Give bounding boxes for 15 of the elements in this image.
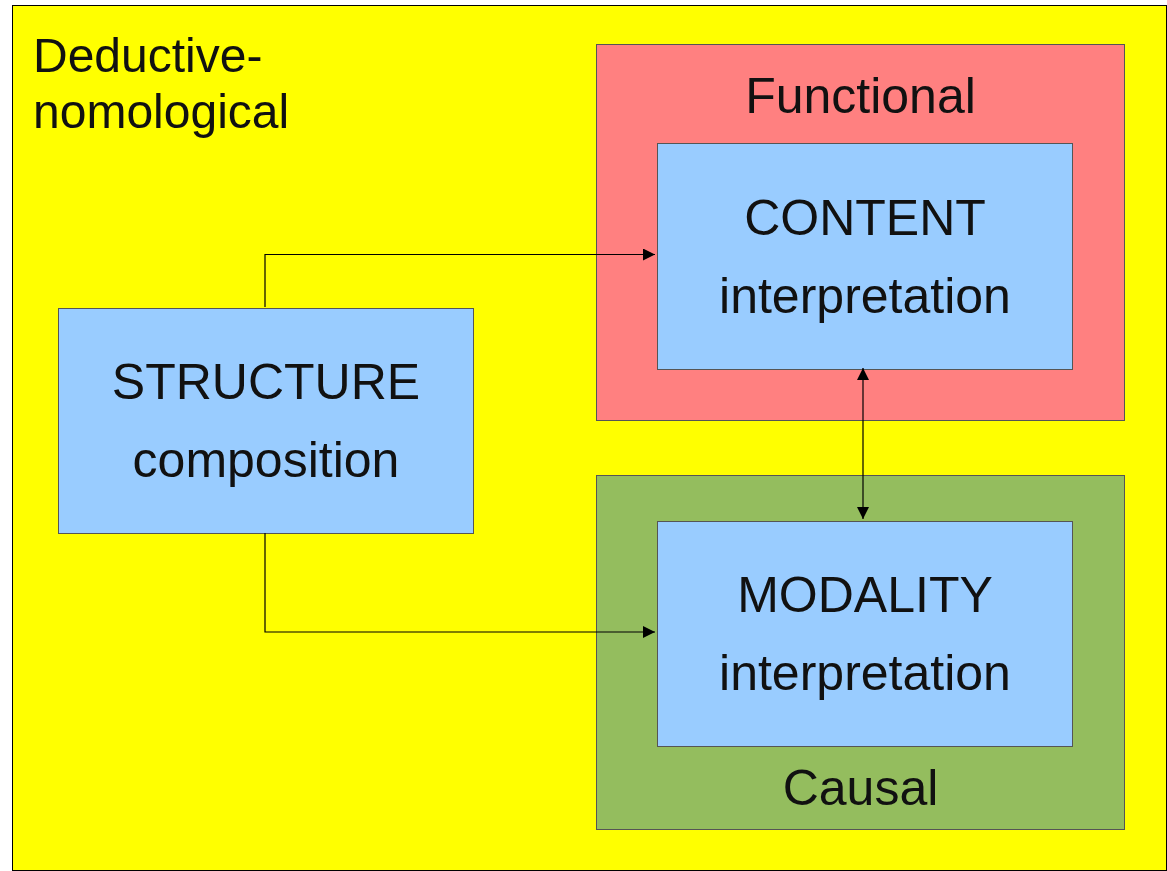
background-panel (12, 5, 1167, 871)
group-box (596, 44, 1125, 421)
box-label: MODALITY interpretation (718, 566, 1012, 703)
box-label: Causal (782, 760, 939, 816)
box-label: Functional (745, 68, 976, 124)
arrow (857, 367, 869, 520)
process-box (657, 143, 1073, 370)
process-box (657, 521, 1073, 747)
group-box (596, 475, 1125, 830)
box-label: STRUCTURE composition (110, 353, 422, 490)
arrow (264, 532, 656, 638)
arrow (264, 248, 656, 308)
box-label: Deductive-nomological (33, 29, 290, 138)
process-box (58, 308, 474, 534)
box-label: CONTENT interpretation (718, 188, 1012, 326)
